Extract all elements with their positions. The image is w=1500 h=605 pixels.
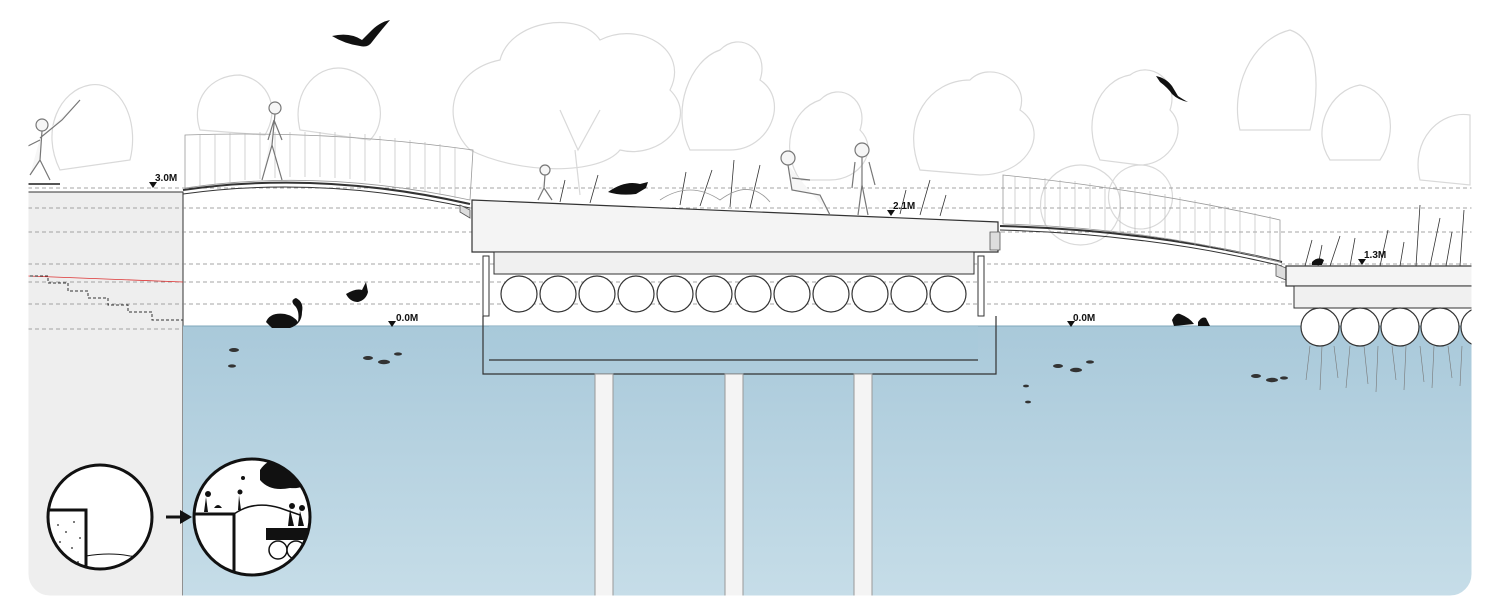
hidden-steps-outline bbox=[30, 275, 183, 321]
level-markers bbox=[149, 182, 1366, 327]
person-sitting bbox=[780, 150, 831, 216]
crow-on-platform bbox=[608, 182, 648, 195]
level-label-water-left: 0.0M bbox=[396, 313, 418, 324]
person-child bbox=[537, 164, 553, 201]
cross-section-before-icon bbox=[46, 463, 154, 571]
person-skateboarder bbox=[28, 99, 81, 185]
person-standing bbox=[851, 142, 876, 216]
central-platform-plants bbox=[559, 159, 947, 217]
level-label-right-platform: 1.3M bbox=[1364, 250, 1386, 261]
bird-flying-left bbox=[332, 20, 390, 47]
level-label-left-wall: 3.0M bbox=[155, 173, 177, 184]
background-trees bbox=[51, 21, 1471, 246]
level-label-water-right: 0.0M bbox=[1073, 313, 1095, 324]
small-bird-right bbox=[1312, 258, 1324, 265]
cross-section-after-icon bbox=[192, 457, 312, 577]
ducks-swimming bbox=[1172, 313, 1210, 326]
fish-school bbox=[228, 348, 1288, 404]
duck-flying bbox=[346, 282, 368, 302]
right-platform-plants bbox=[1304, 204, 1465, 267]
swan bbox=[266, 298, 303, 328]
river-water bbox=[183, 326, 1472, 596]
bird-flying-right bbox=[1156, 74, 1188, 102]
central-floating-platform bbox=[471, 199, 1001, 375]
support-pillars bbox=[594, 373, 873, 596]
left-bridge-deck bbox=[182, 132, 474, 219]
arrow-right-icon bbox=[166, 510, 192, 524]
right-bridge-deck bbox=[999, 174, 1287, 281]
level-label-central-platform: 2.1M bbox=[893, 201, 915, 212]
person-walking-left bbox=[261, 101, 283, 181]
right-floating-platform bbox=[1285, 204, 1472, 393]
